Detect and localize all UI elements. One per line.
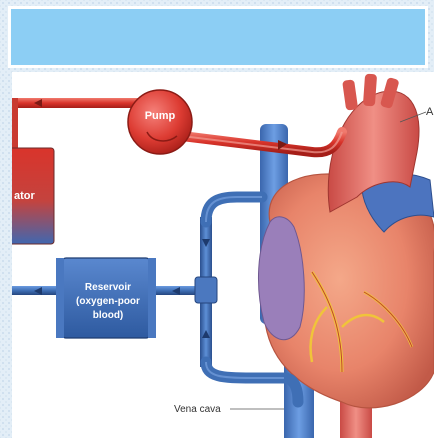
pump: Pump <box>128 90 192 154</box>
aorta-label: A <box>426 106 434 118</box>
title-banner <box>10 8 426 66</box>
reservoir-label-line2: (oxygen-poor <box>76 296 140 307</box>
oxygenator-label: ator <box>14 190 36 202</box>
pump-label: Pump <box>145 110 176 122</box>
diagram-stage: Pump ator <box>12 72 434 438</box>
reservoir-label-line3: blood) <box>93 310 124 321</box>
reservoir-label-line1: Reservoir <box>85 282 131 293</box>
reservoir: Reservoir (oxygen-poor blood) <box>56 258 156 338</box>
oxygenator: ator <box>12 148 54 244</box>
vena-cava-label: Vena cava <box>174 404 221 415</box>
vena-cava-callout: Vena cava <box>174 404 284 415</box>
heart-lung-bypass-diagram: Pump ator <box>12 72 434 438</box>
